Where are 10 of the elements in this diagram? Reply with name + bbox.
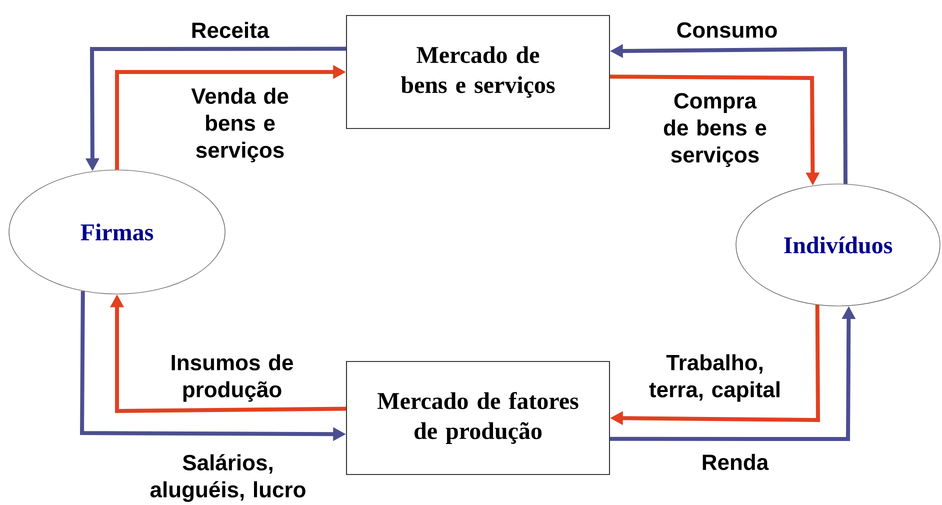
market-box: Mercado de fatores de produção — [346, 361, 610, 475]
edge-label: Venda de bens e serviços — [191, 88, 288, 162]
edge-label: Renda — [702, 454, 769, 470]
edge-label: Insumos de produção — [172, 354, 293, 402]
edge-label: Salários, aluguéis, lucro — [150, 454, 306, 502]
edge-label: Compra de bens e serviços — [664, 93, 766, 167]
edge-label: Receita — [192, 22, 270, 38]
market-box: Mercado de bens e serviços — [346, 15, 610, 129]
edge-label: Consumo — [677, 22, 777, 38]
edge-label: Trabalho, terra, capital — [649, 354, 780, 402]
